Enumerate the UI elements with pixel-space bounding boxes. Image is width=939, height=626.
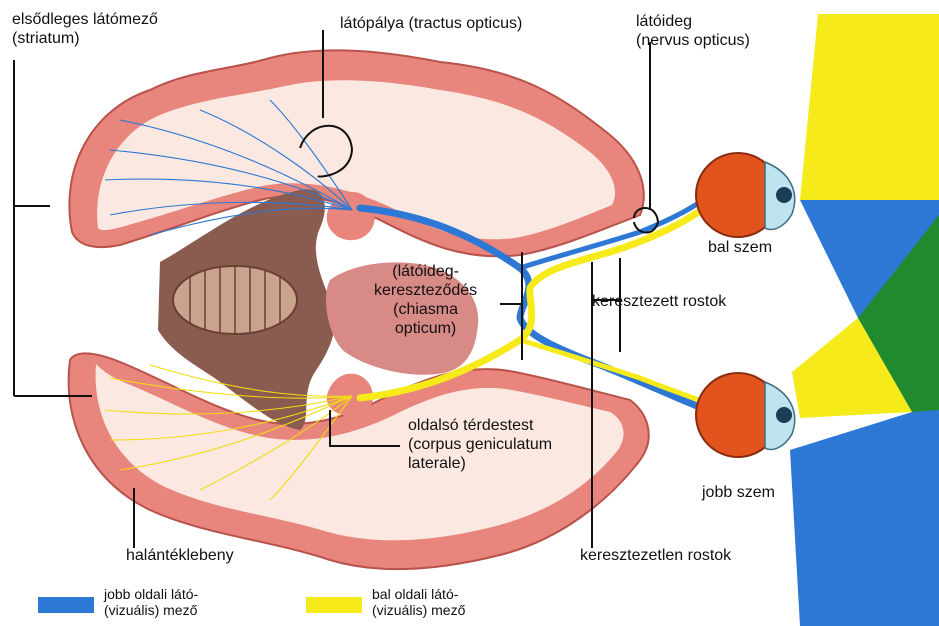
legend-line: jobb oldali látó- [104,586,198,602]
label-temporal-lobe: halántéklebeny [126,546,234,565]
label-optic-chiasm: (látóideg- kereszteződés (chiasma opticu… [374,262,477,338]
label-line: (corpus geniculatum [408,435,552,454]
label-line: (chiasma [374,300,477,319]
legend-text-left-field: bal oldali látó- (vizuális) mező [372,586,465,618]
label-line: oldalsó térdestest [408,416,552,435]
right-eye [696,373,795,457]
legend-line: (vizuális) mező [104,602,198,618]
label-line: opticum) [374,319,477,338]
label-optic-nerve: látóideg (nervus opticus) [636,12,750,50]
legend-text-right-field: jobb oldali látó- (vizuális) mező [104,586,198,618]
label-optic-tract: látópálya (tractus opticus) [340,14,522,33]
legend-line: bal oldali látó- [372,586,465,602]
label-line: kereszteződés [374,281,477,300]
label-uncrossed-fibers: keresztezetlen rostok [580,546,731,565]
label-line: látóideg [636,12,750,31]
label-primary-visual-cortex: elsődleges látómező (striatum) [12,10,158,48]
left-visual-field-yellow [800,14,939,200]
label-line: elsődleges látómező [12,10,158,29]
label-line: (látóideg- [374,262,477,281]
legend-line: (vizuális) mező [372,602,465,618]
label-right-eye: jobb szem [702,483,775,502]
label-line: (nervus opticus) [636,31,750,50]
left-eye [696,153,795,237]
label-line: (striatum) [12,29,158,48]
label-crossed-fibers: keresztezett rostok [592,292,726,311]
label-line: laterale) [408,454,552,473]
visual-fields [790,14,939,626]
label-left-eye: bal szem [708,238,772,257]
legend-swatch-right-field [38,597,94,613]
legend-swatch-left-field [306,597,362,613]
label-lateral-geniculate: oldalsó térdestest (corpus geniculatum l… [408,416,552,473]
